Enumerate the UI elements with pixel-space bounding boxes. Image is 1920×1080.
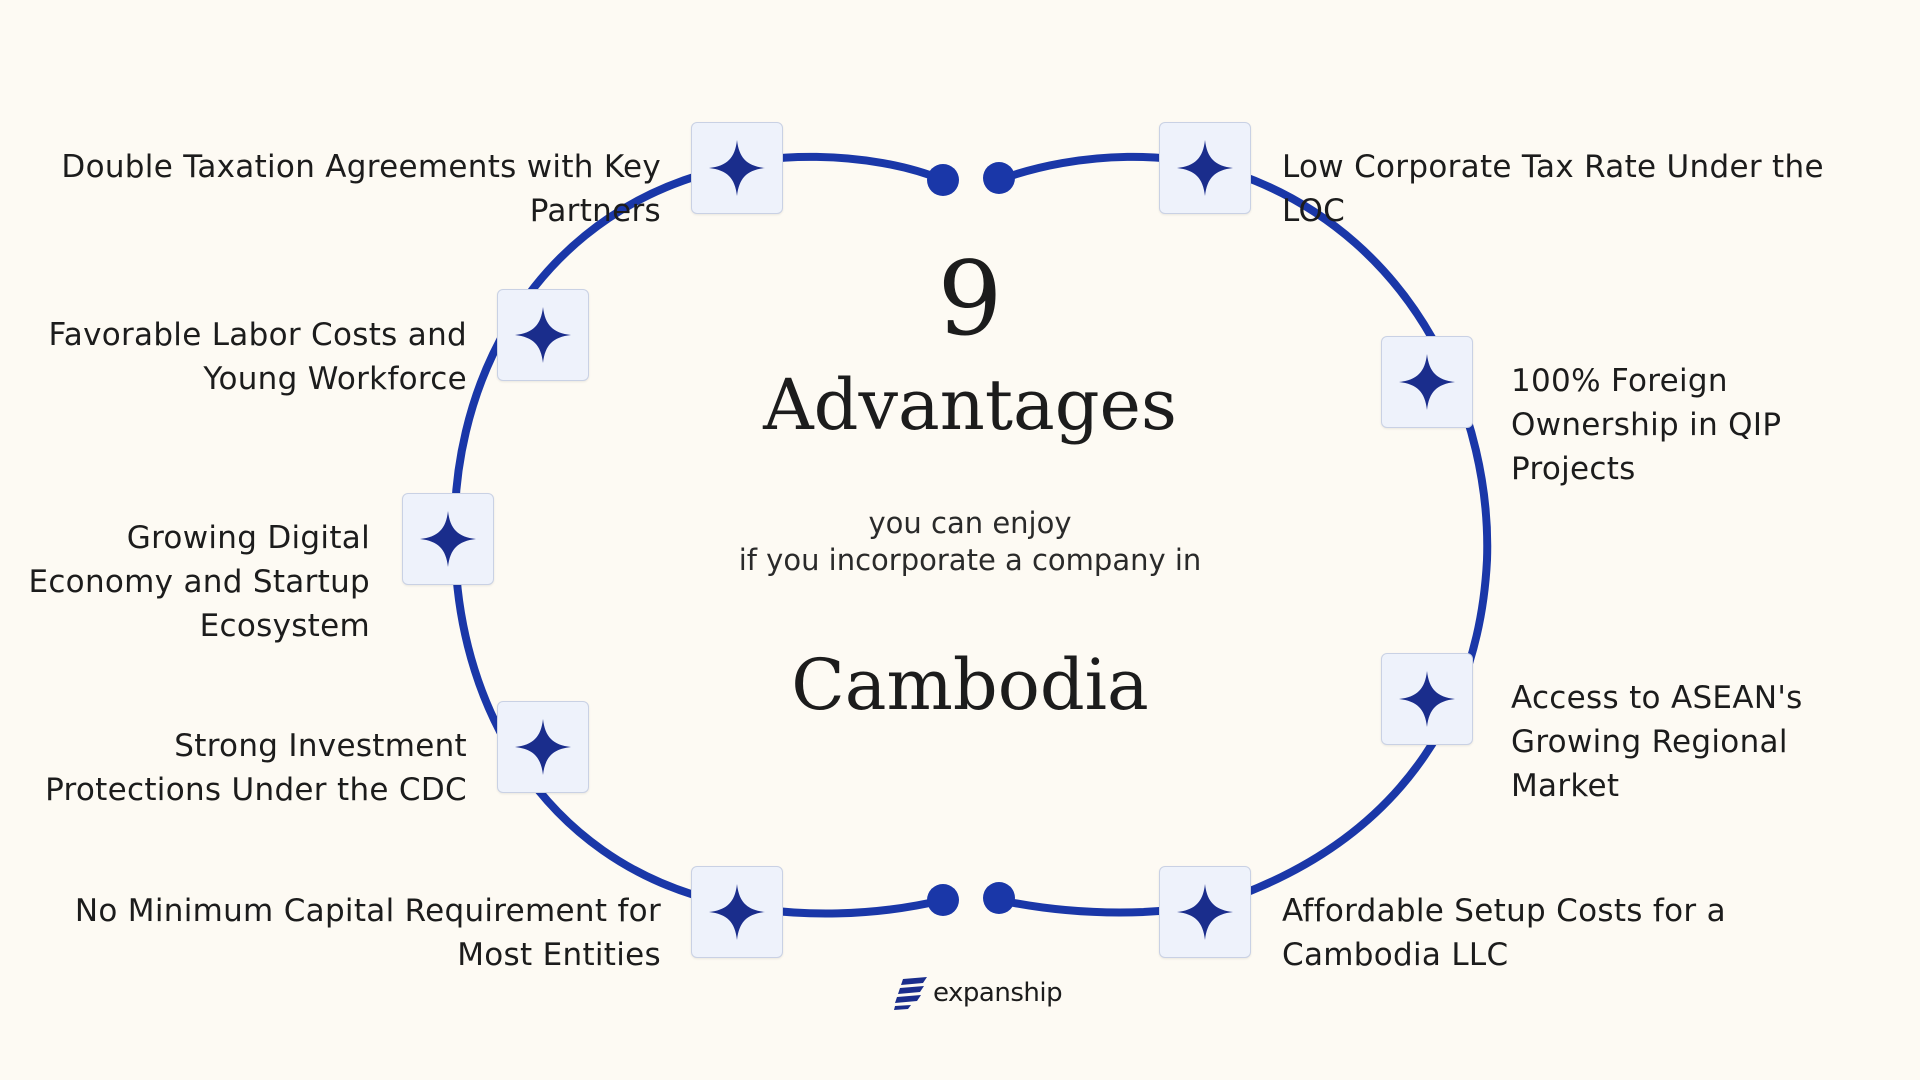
ring-dot-bottom-right (983, 882, 1015, 914)
advantage-label-line: Projects (1511, 451, 1636, 487)
advantage-label-9: Affordable Setup Costs for a Cambodia LL… (1282, 889, 1726, 977)
advantage-label-line: No Minimum Capital Requirement for (74, 893, 661, 929)
advantage-tile-1 (691, 122, 783, 214)
advantage-tile-8 (1381, 653, 1473, 745)
advantage-label-8: Access to ASEAN's Growing Regional Marke… (1511, 676, 1803, 808)
advantage-label-line: Affordable Setup Costs for a (1282, 893, 1726, 929)
advantage-label-line: 100% Foreign (1511, 363, 1728, 399)
advantage-label-line: Growing Digital (126, 520, 370, 556)
advantage-tile-2 (497, 289, 589, 381)
advantage-label-line: Access to ASEAN's (1511, 680, 1803, 716)
advantage-label-line: Low Corporate Tax Rate Under the (1282, 149, 1824, 185)
center-subtitle: you can enjoy if you incorporate a compa… (0, 505, 1920, 579)
center-subtitle-line: if you incorporate a company in (738, 543, 1202, 577)
advantage-label-6: Low Corporate Tax Rate Under the LOC (1282, 145, 1824, 233)
brand-name: expanship (933, 978, 1063, 1008)
sparkle-star-icon (1177, 884, 1233, 940)
sparkle-star-icon (515, 307, 571, 363)
advantage-label-5: No Minimum Capital Requirement for Most … (75, 889, 661, 977)
advantage-label-line: Young Workforce (203, 361, 467, 397)
advantage-label-line: Partners (529, 193, 661, 229)
advantage-label-line: Growing Regional (1511, 724, 1788, 760)
brand-logo: expanship (893, 975, 1063, 1011)
advantage-label-line: Protections Under the CDC (45, 772, 467, 808)
advantage-label-line: Ecosystem (199, 608, 370, 644)
advantage-tile-5 (691, 866, 783, 958)
advantage-label-4: Strong Investment Protections Under the … (45, 724, 467, 812)
advantage-label-line: Market (1511, 768, 1620, 804)
sparkle-star-icon (1399, 671, 1455, 727)
advantage-label-line: Strong Investment (174, 728, 467, 764)
country-name: Cambodia (791, 644, 1149, 726)
advantage-tile-6 (1159, 122, 1251, 214)
ring-dot-top-right (983, 162, 1015, 194)
advantage-label-1: Double Taxation Agreements with Key Part… (61, 145, 661, 233)
expanship-logo-icon (894, 977, 927, 1010)
advantages-count: 9 (937, 240, 1003, 359)
sparkle-star-icon (1399, 354, 1455, 410)
advantage-label-line: Cambodia LLC (1282, 937, 1509, 973)
sparkle-star-icon (1177, 140, 1233, 196)
advantage-label-line: Economy and Startup (28, 564, 370, 600)
ring-dot-bottom-left (927, 884, 959, 916)
sparkle-star-icon (420, 511, 476, 567)
ring-dot-top-left (927, 164, 959, 196)
advantage-tile-7 (1381, 336, 1473, 428)
advantage-tile-4 (497, 701, 589, 793)
advantage-label-line: Favorable Labor Costs and (48, 317, 467, 353)
advantage-label-line: Double Taxation Agreements with Key (61, 149, 661, 185)
advantage-label-line: Ownership in QIP (1511, 407, 1782, 443)
center-subtitle-line: you can enjoy (868, 506, 1072, 540)
sparkle-star-icon (709, 140, 765, 196)
advantage-tile-9 (1159, 866, 1251, 958)
advantage-label-7: 100% Foreign Ownership in QIP Projects (1511, 359, 1781, 491)
advantage-label-2: Favorable Labor Costs and Young Workforc… (48, 313, 467, 401)
advantage-label-line: Most Entities (457, 937, 661, 973)
sparkle-star-icon (709, 884, 765, 940)
advantage-label-3: Growing Digital Economy and Startup Ecos… (28, 516, 370, 648)
advantages-title: Advantages (763, 364, 1177, 446)
sparkle-star-icon (515, 719, 571, 775)
advantage-label-line: LOC (1282, 193, 1346, 229)
advantage-tile-3 (402, 493, 494, 585)
